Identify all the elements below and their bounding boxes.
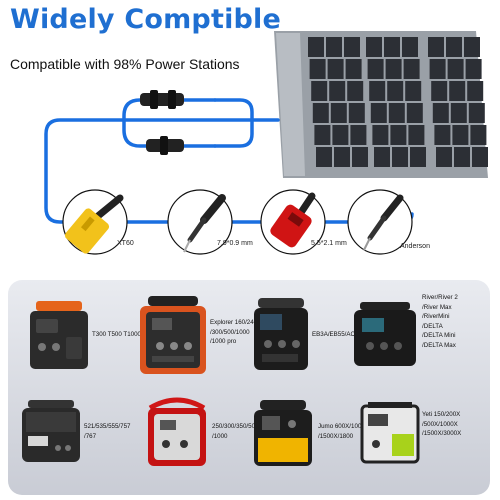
solar-cell xyxy=(334,147,350,167)
product-label-red-series: 250/300/350/500 /1000 xyxy=(212,423,259,440)
solar-cell xyxy=(344,37,360,57)
headline-subtitle: Compatible with 98% Power Stations xyxy=(10,56,240,72)
power-station-orange-handle-icon xyxy=(30,301,88,369)
mc4-connector-top-icon xyxy=(140,90,184,109)
solar-cell xyxy=(390,125,407,145)
solar-cell xyxy=(367,59,384,79)
solar-cell xyxy=(327,59,344,79)
solar-cell xyxy=(470,125,487,145)
solar-cell xyxy=(434,125,451,145)
solar-cell xyxy=(350,125,367,145)
solar-cell xyxy=(330,103,347,123)
solar-cell xyxy=(385,59,402,79)
solar-panel-icon xyxy=(274,31,488,178)
solar-cell xyxy=(449,81,466,101)
compatible-devices-panel: T300 T500 T1000 Explorer 160/240 /300/50… xyxy=(8,280,490,495)
solar-cell xyxy=(408,125,425,145)
product-label-explorer: Explorer 160/240 /300/500/1000 /1000 pro xyxy=(210,319,258,345)
solar-cell xyxy=(316,147,332,167)
solar-cell xyxy=(384,37,400,57)
solar-cell xyxy=(345,59,362,79)
solar-cell xyxy=(452,125,469,145)
solar-cell xyxy=(410,147,426,167)
solar-cell xyxy=(372,125,389,145)
product-label-bluetti: EB3A/EB55/AC80 xyxy=(312,331,362,338)
solar-cell xyxy=(450,103,467,123)
anderson-connector-icon xyxy=(347,189,413,255)
product-label-t-series: T300 T500 T1000 xyxy=(92,331,141,338)
solar-cell xyxy=(428,37,444,57)
power-station-red-frame-icon xyxy=(148,397,206,466)
solar-cell xyxy=(464,37,480,57)
solar-cell xyxy=(352,147,368,167)
solar-cell xyxy=(366,37,382,57)
mc4-connector-bottom-icon xyxy=(146,136,184,155)
solar-cell xyxy=(370,103,387,123)
connector-label-xt60: XT60 xyxy=(117,240,134,247)
xt60-connector-icon xyxy=(62,189,128,255)
solar-cell xyxy=(387,81,404,101)
solar-cell xyxy=(467,81,484,101)
solar-cell xyxy=(465,59,482,79)
product-label-yeti: Yeti 150/200X /500X/1000X /1500X/3000X xyxy=(422,411,462,437)
solar-cell xyxy=(326,37,342,57)
solar-cell xyxy=(314,125,331,145)
power-station-explorer-icon xyxy=(140,296,206,374)
power-station-ecoflow-icon xyxy=(354,302,416,366)
connector-label-55: 5.5*2.1 mm xyxy=(311,240,347,247)
power-station-goalzero-icon xyxy=(360,402,420,464)
solar-cell xyxy=(374,147,390,167)
dc-79-connector-icon xyxy=(167,189,233,255)
solar-cell xyxy=(402,37,418,57)
solar-cell xyxy=(392,147,408,167)
solar-cell xyxy=(308,37,324,57)
solar-cell xyxy=(431,81,448,101)
solar-cell xyxy=(348,103,365,123)
power-station-yellow-icon xyxy=(254,400,312,466)
solar-cell xyxy=(403,59,420,79)
product-label-jumo: Jumo 600X/1000 /1500X/1800 xyxy=(318,423,365,440)
solar-cell xyxy=(472,147,488,167)
solar-cell xyxy=(332,125,349,145)
solar-cell xyxy=(369,81,386,101)
dc-55-connector-icon xyxy=(260,189,326,255)
solar-cell xyxy=(405,81,422,101)
solar-cell xyxy=(454,147,470,167)
solar-cell xyxy=(388,103,405,123)
solar-cell xyxy=(329,81,346,101)
product-label-anker: 521/535/555/757 /767 xyxy=(84,423,131,440)
solar-cable-diagram xyxy=(44,31,488,255)
power-station-bluetti-icon xyxy=(254,298,308,370)
solar-cell xyxy=(468,103,485,123)
solar-cell xyxy=(312,103,329,123)
connector-label-anderson: Anderson xyxy=(400,243,430,250)
solar-cell xyxy=(309,59,326,79)
solar-cell xyxy=(432,103,449,123)
solar-cell xyxy=(406,103,423,123)
solar-cell xyxy=(436,147,452,167)
solar-cell xyxy=(446,37,462,57)
solar-cell xyxy=(311,81,328,101)
solar-cell xyxy=(447,59,464,79)
power-station-anker-icon xyxy=(22,400,80,462)
solar-cell xyxy=(429,59,446,79)
headline-title: Widely Comptible xyxy=(10,4,282,35)
product-label-ecoflow: River/River 2 /River Max /RiverMini /DEL… xyxy=(422,294,458,349)
solar-cell xyxy=(347,81,364,101)
connector-label-79: 7.9*0.9 mm xyxy=(217,240,253,247)
